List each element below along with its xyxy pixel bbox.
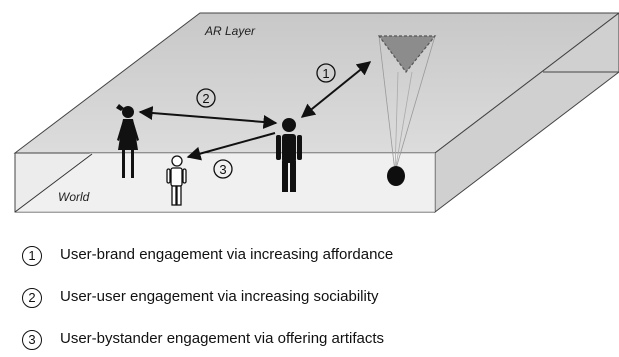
world-floor-shading: [15, 153, 435, 212]
object-ball-icon: [387, 166, 405, 186]
legend-text-1: User-brand engagement via increasing aff…: [60, 246, 394, 263]
world-floor-edge: [14, 153, 93, 213]
legend-item-3: 3 User-bystander engagement via offering…: [0, 327, 619, 357]
legend-text-3: User-bystander engagement via offering a…: [60, 330, 385, 347]
arrow-icon: [186, 132, 276, 161]
marker-3: 3: [213, 159, 233, 179]
female-figure-icon: [116, 104, 139, 178]
arrow-icon: [300, 61, 372, 118]
svg-text:3: 3: [219, 162, 226, 177]
legend-text-2: User-user engagement via increasing soci…: [60, 288, 379, 305]
number-1-icon: 1: [22, 246, 42, 266]
legend-item-2: 2 User-user engagement via increasing so…: [0, 285, 619, 315]
marker-2: 2: [196, 88, 216, 108]
svg-text:1: 1: [322, 66, 329, 81]
world-label: World: [58, 190, 90, 204]
ar-cone-icon: [377, 35, 437, 173]
legend-item-1: 1 User-brand engagement via increasing a…: [0, 243, 619, 273]
svg-text:2: 2: [202, 91, 209, 106]
arrow-icon: [138, 106, 278, 129]
ar-layer-slab: [13, 12, 619, 214]
marker-1: 1: [316, 63, 336, 83]
number-3-icon: 3: [22, 330, 42, 350]
bystander-figure-icon: [166, 155, 187, 206]
number-2-icon: 2: [22, 288, 42, 308]
ar-layer-label: AR Layer: [204, 24, 256, 38]
male-figure-icon: [276, 118, 302, 192]
